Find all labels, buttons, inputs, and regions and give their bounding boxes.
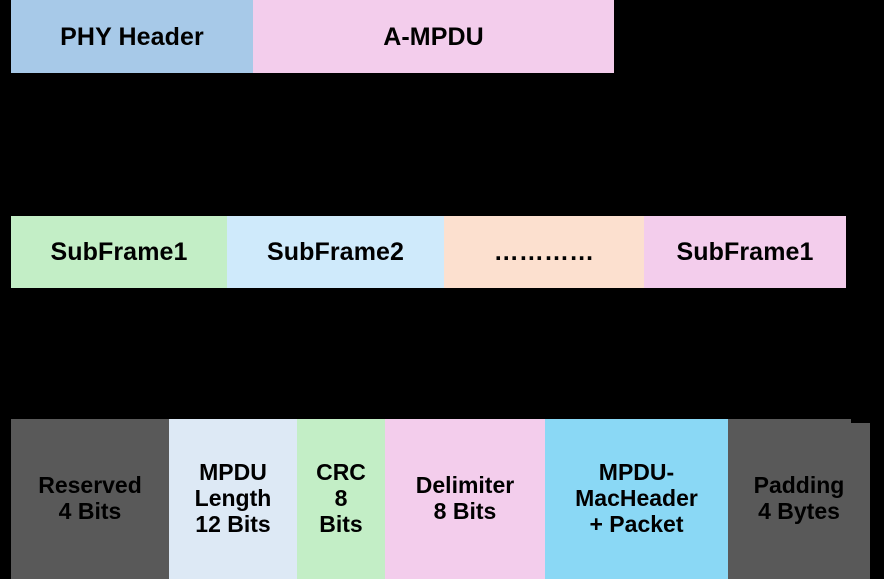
corner-notch-artifact <box>851 419 870 423</box>
block-subframe-ellipsis: ………… <box>444 216 644 288</box>
block-padding: Padding 4 Bytes <box>728 419 870 579</box>
block-mpdu-macheader-packet: MPDU- MacHeader + Packet <box>545 419 728 579</box>
mpdu-detail-row: Reserved 4 Bits MPDU Length 12 Bits CRC … <box>11 419 870 579</box>
block-reserved: Reserved 4 Bits <box>11 419 169 579</box>
block-subframe-last: SubFrame1 <box>644 216 846 288</box>
subframes-row: SubFrame1 SubFrame2 ………… SubFrame1 <box>11 216 846 288</box>
block-mpdu-length: MPDU Length 12 Bits <box>169 419 297 579</box>
block-a-mpdu: A-MPDU <box>253 0 614 73</box>
block-subframe-2: SubFrame2 <box>227 216 444 288</box>
block-crc: CRC 8 Bits <box>297 419 385 579</box>
block-phy-header: PHY Header <box>11 0 253 73</box>
block-delimiter: Delimiter 8 Bits <box>385 419 545 579</box>
block-subframe-1: SubFrame1 <box>11 216 227 288</box>
phy-frame-row: PHY Header A-MPDU <box>11 0 614 73</box>
